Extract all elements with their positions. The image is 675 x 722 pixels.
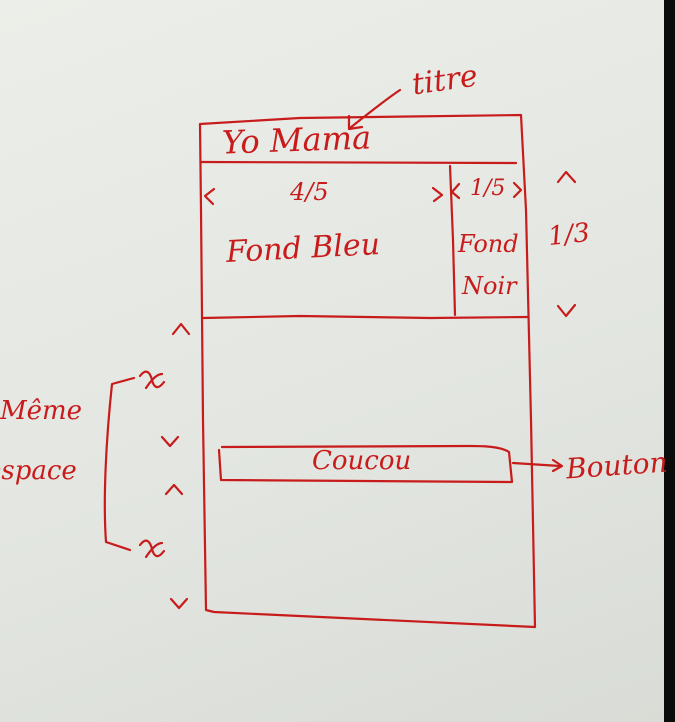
same-space-bracket [103, 376, 136, 552]
space-arrow-down-top [160, 435, 180, 448]
height-arrow-down [556, 303, 577, 318]
blue-panel-width-label: 4/5 [290, 178, 329, 206]
black-panel-label-line2: Noir [462, 272, 517, 300]
title-pointer-head [347, 114, 364, 131]
black-panel-width-label: 1/5 [470, 176, 506, 201]
title-pointer-arrow [348, 88, 402, 130]
x-mark-bottom [138, 539, 166, 559]
header-title: Yo Mama [221, 118, 372, 162]
header-divider [199, 160, 518, 165]
same-annotation: Même [0, 396, 83, 426]
button-annotation: Bouton [564, 445, 669, 486]
height-arrow-up [556, 170, 577, 184]
main-button-label[interactable]: Coucou [312, 446, 412, 476]
black-panel-label-line1: Fond [458, 230, 519, 258]
width-arrow-left [203, 187, 216, 206]
phone-frame-outline [198, 113, 537, 629]
blue-panel-label: Fond Bleu [225, 226, 381, 271]
width-arrow-right [431, 186, 444, 203]
height-ratio-label: 1/3 [546, 217, 592, 253]
narrow-arrow-left [450, 182, 461, 200]
space-arrow-up-top [171, 322, 191, 336]
button-pointer-head [551, 458, 564, 473]
title-annotation: titre [409, 58, 480, 103]
button-pointer-arrow [511, 461, 562, 468]
paper-edge-shadow [664, 0, 675, 722]
space-arrow-down-bottom [169, 597, 189, 610]
space-arrow-up-bottom [164, 483, 184, 496]
narrow-arrow-right [512, 181, 523, 199]
panel-split-line [448, 164, 457, 317]
button-outline [217, 444, 514, 484]
top-section-divider [201, 314, 530, 320]
x-mark-top [138, 370, 166, 390]
